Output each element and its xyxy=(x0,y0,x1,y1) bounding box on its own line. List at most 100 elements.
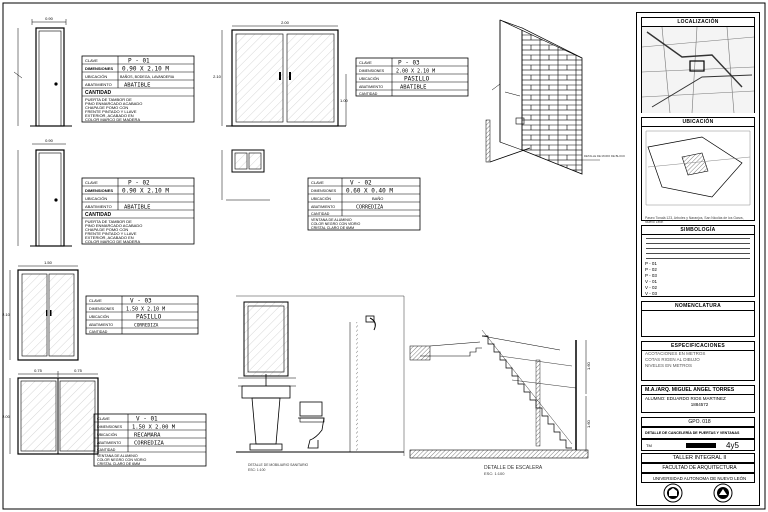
svg-text:VENTANA DE ALUMINIO COLO: VENTANA DE ALUMINIO COLOR NEGRO CON VIDR… xyxy=(97,454,147,466)
dim-stair-h2: 1.60 xyxy=(586,419,591,428)
sanitary-furniture-detail: DETALLE DE MOBILIARIO SANITARIO ESC: 1:1… xyxy=(236,295,405,472)
svg-text:CORREDIZA: CORREDIZA xyxy=(356,205,383,211)
dim-p01-width: 0.90 xyxy=(45,16,54,21)
profesor: M.A./ARQ. MIGUEL ANGEL TORRES xyxy=(642,386,754,395)
facultad: FACULTAD DE ARQUITECTURA xyxy=(662,465,737,471)
faculty-logo-icon xyxy=(713,483,733,503)
taller: TALLER INTEGRAL II xyxy=(672,455,727,461)
svg-text:ABATIMIENTO: ABATIMIENTO xyxy=(89,323,113,327)
simb-item: P - 02 xyxy=(645,267,657,272)
svg-text:V - 02: V - 02 xyxy=(350,180,372,187)
dim-v01-w2: 0.75 xyxy=(74,368,83,373)
svg-text:ABATIMIENTO: ABATIMIENTO xyxy=(311,205,335,209)
table-p01: CLAVE P - 01 DIMENSIONES 0.90 X 2.10 M U… xyxy=(81,55,195,123)
alumno: ALUMNO: EDUARDO RIOS MARTINEZ xyxy=(642,395,754,402)
svg-text:DIMENSIONES: DIMENSIONES xyxy=(85,188,113,193)
svg-text:UBICACIÓN: UBICACIÓN xyxy=(85,196,107,201)
spec-line: ACOTACIONES EN METROS xyxy=(645,351,706,356)
svg-text:CLAVE: CLAVE xyxy=(85,58,98,63)
svg-text:DETALLE DE MOBILIARIO SANITARI: DETALLE DE MOBILIARIO SANITARIO xyxy=(248,463,309,467)
svg-text:P - 01: P - 01 xyxy=(128,58,150,65)
svg-text:ABATIBLE: ABATIBLE xyxy=(124,205,151,211)
svg-text:DIMENSIONES: DIMENSIONES xyxy=(359,69,385,73)
svg-text:0.90 X 2.10 M: 0.90 X 2.10 M xyxy=(122,188,169,195)
localizacion-map xyxy=(641,26,755,114)
dim-p03-width: 2.00 xyxy=(281,20,290,25)
svg-text:PUERTA DE TAMBOR DE PINO: PUERTA DE TAMBOR DE PINO ENMARCADO ACABA… xyxy=(85,97,143,122)
simb-item: P - 01 xyxy=(645,261,657,266)
svg-text:0.60 X 0.40 M: 0.60 X 0.40 M xyxy=(346,188,393,195)
svg-text:ABATIBLE: ABATIBLE xyxy=(124,83,151,89)
svg-text:UBICACIÓN: UBICACIÓN xyxy=(97,432,117,437)
svg-text:V - 01: V - 01 xyxy=(136,416,158,423)
dim-v01-height: 2.00 xyxy=(2,414,11,419)
nomenclatura-panel: NOMENCLATURA xyxy=(641,301,755,337)
simb-item: V - 01 xyxy=(645,279,658,284)
svg-text:UBICACIÓN: UBICACIÓN xyxy=(85,74,107,79)
table-p03: CLAVE P - 03 DIMENSIONES 2.00 X 2.10 M U… xyxy=(355,57,469,97)
grupo: GPO. 018 xyxy=(688,419,711,425)
taller-panel: TALLER INTEGRAL II xyxy=(641,453,755,463)
dim-p03-side: 1.00 xyxy=(340,98,349,103)
svg-text:ABATIMIENTO: ABATIMIENTO xyxy=(97,441,121,445)
svg-text:CANTIDAD: CANTIDAD xyxy=(97,448,116,452)
svg-text:CLAVE: CLAVE xyxy=(97,416,110,421)
svg-text:BAÑO: BAÑO xyxy=(372,196,383,201)
dim-p03-height: 2.10 xyxy=(213,74,222,79)
svg-text:P - 03: P - 03 xyxy=(398,60,420,67)
svg-text:DIMENSIONES: DIMENSIONES xyxy=(89,307,115,311)
svg-text:1.50 X 2.00 M: 1.50 X 2.00 M xyxy=(132,425,176,431)
svg-text:CLAVE: CLAVE xyxy=(85,180,98,185)
simb-item: V - 02 xyxy=(645,285,658,290)
simbologia-heading: SIMBOLOGÍA xyxy=(642,226,754,235)
svg-text:UBICACIÓN: UBICACIÓN xyxy=(359,76,379,81)
ubicacion-heading: UBICACIÓN xyxy=(642,118,754,127)
svg-text:CORREDIZA: CORREDIZA xyxy=(134,441,164,447)
ubicacion-note: Paseo Tonalá 123, Arboles y Naranjos, Sa… xyxy=(645,216,744,224)
nomenclatura-heading: NOMENCLATURA xyxy=(642,302,754,311)
especificaciones-heading: ESPECIFICACIONES xyxy=(642,342,754,351)
simbologia-legend-graphics xyxy=(646,237,750,259)
logos-panel xyxy=(641,483,755,503)
wall-isometric-detail: DETALLE DE MURO DE BLOCK xyxy=(485,19,625,175)
simb-item: P - 03 xyxy=(645,273,657,278)
localizacion-panel: LOCALIZACIÓN xyxy=(641,17,755,114)
svg-text:ABATIMIENTO: ABATIMIENTO xyxy=(85,204,112,209)
spec-line: COTAS RIGEN AL DIBUJO xyxy=(645,357,700,362)
svg-text:0.90 X 2.10 M: 0.90 X 2.10 M xyxy=(122,66,169,73)
alumno-name: EDUARDO RIOS MARTINEZ xyxy=(666,396,726,401)
door-p01-elevation: 0.90 xyxy=(13,16,72,127)
facultad-panel: FACULTAD DE ARQUITECTURA xyxy=(641,463,755,473)
svg-text:PUERTA DE TAMBOR DE PINO: PUERTA DE TAMBOR DE PINO ENMARCADO ACABA… xyxy=(85,219,143,244)
svg-text:CANTIDAD: CANTIDAD xyxy=(359,92,378,96)
spec-line: NIVELES EN METROS xyxy=(645,363,693,368)
svg-text:DETALLE DE ESCALERA: DETALLE DE ESCALERA xyxy=(484,465,543,471)
especificaciones-panel: ESPECIFICACIONES ACOTACIONES EN METROS C… xyxy=(641,341,755,381)
grupo-panel: GPO. 018 xyxy=(641,417,755,427)
svg-text:CANTIDAD: CANTIDAD xyxy=(85,90,111,96)
svg-text:DIMENSIONES: DIMENSIONES xyxy=(97,425,123,429)
window-v02-elevation xyxy=(221,149,270,201)
ubicacion-panel: UBICACIÓN Paseo Tonalá 123, Arboles y Na… xyxy=(641,117,755,224)
window-v03-elevation: 1.50 2.10 xyxy=(2,260,79,361)
svg-text:V - 03: V - 03 xyxy=(130,298,152,305)
ubicacion-map xyxy=(645,130,751,206)
plano-panel: DETALLE DE CANCELERÍA DE PUERTAS Y VENTA… xyxy=(641,427,755,439)
plano-title: DETALLE DE CANCELERÍA DE PUERTAS Y VENTA… xyxy=(645,431,740,435)
simb-item: V - 03 xyxy=(645,291,658,296)
table-v01: CLAVE V - 01 DIMENSIONES 1.50 X 2.00 M U… xyxy=(93,413,207,467)
title-block: LOCALIZACIÓN UBICACIÓN Paseo Tonalá 123,… xyxy=(636,12,760,506)
svg-text:VENTANA DE ALUMINIO COLO: VENTANA DE ALUMINIO COLOR NEGRO CON VIDR… xyxy=(311,218,361,230)
svg-text:UBICACIÓN: UBICACIÓN xyxy=(311,196,331,201)
dim-v03-width: 1.50 xyxy=(44,260,53,265)
svg-text:P - 02: P - 02 xyxy=(128,180,150,187)
svg-text:ESC: 1:100: ESC: 1:100 xyxy=(248,468,265,472)
svg-text:DIMENSIONES: DIMENSIONES xyxy=(311,189,337,193)
table-v03: CLAVE V - 03 DIMENSIONES 1.50 X 2.10 M U… xyxy=(85,295,199,335)
window-v01-elevation: 0.75 0.75 2.00 xyxy=(2,368,99,455)
table-p02: CLAVE P - 02 DIMENSIONES 0.90 X 2.10 M U… xyxy=(81,177,195,245)
svg-text:ESC: 1:100: ESC: 1:100 xyxy=(484,471,505,476)
svg-text:DETALLE DE MURO DE BLOCK: DETALLE DE MURO DE BLOCK xyxy=(584,154,625,158)
svg-text:CANTIDAD: CANTIDAD xyxy=(89,330,108,334)
svg-text:CLAVE: CLAVE xyxy=(311,180,324,185)
